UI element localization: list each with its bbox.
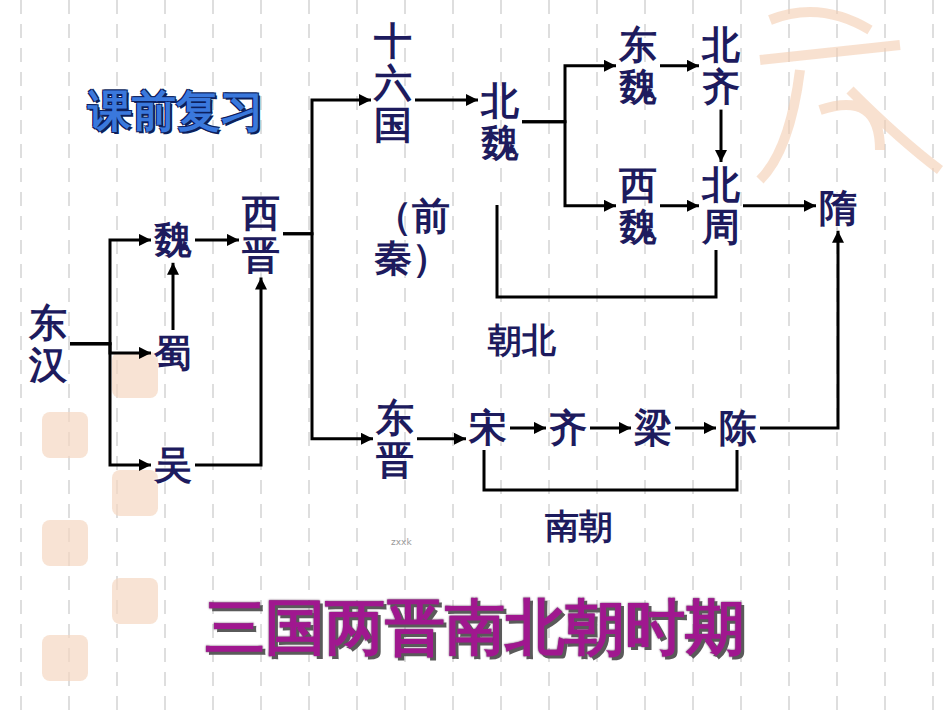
succession-arrow [660, 204, 699, 207]
succession-arrow [195, 278, 261, 465]
succession-arrow [417, 437, 466, 440]
dynasty-node: 东汉 [26, 300, 70, 388]
dynasty-name: 西晋 [242, 192, 280, 276]
dynasty-name: 东晋 [376, 397, 414, 481]
succession-arrow [195, 238, 239, 241]
succession-arrow [510, 426, 546, 429]
period-label: 南朝 [545, 504, 613, 550]
corner-watermark [760, 12, 940, 180]
dynasty-node: 齐 [546, 405, 590, 451]
succession-arrow [760, 231, 838, 428]
dynasty-name: 北魏 [481, 80, 519, 164]
dynasty-name: （前秦） [374, 195, 412, 279]
dynasty-node: 魏 [151, 217, 195, 263]
dynasty-node: 隋 [816, 185, 860, 231]
dynasty-name: 西魏 [619, 164, 657, 248]
succession-arrow [590, 426, 631, 429]
dynasty-name: 蜀 [154, 332, 192, 374]
succession-arrow [522, 66, 616, 122]
succession-arrow [70, 240, 151, 344]
page-title: 三国两晋南北朝时期 [0, 588, 950, 669]
north-bracket [497, 205, 716, 297]
dynasty-node: 北周 [699, 162, 743, 250]
dynasty-node: 东魏 [616, 22, 660, 110]
dynasty-name: 东汉 [29, 302, 67, 386]
dynasty-name: 北齐 [702, 24, 740, 108]
dynasty-node: 东晋 [373, 395, 417, 483]
dynasty-name: 东魏 [619, 24, 657, 108]
period-label: 朝北 [488, 318, 556, 364]
dynasty-node: 十六国 （前秦） [371, 18, 415, 281]
succession-arrow [70, 344, 151, 465]
dynasty-name: 齐 [549, 407, 587, 449]
dynasty-node: 北齐 [699, 22, 743, 110]
seal-watermarks [42, 352, 158, 681]
succession-arrow [415, 99, 478, 102]
dynasty-node: 宋 [466, 405, 510, 451]
dynasty-node: 梁 [631, 405, 675, 451]
dynasty-node: 北魏 [478, 78, 522, 166]
succession-arrow [675, 426, 716, 429]
dynasty-name: 十六国 [374, 20, 412, 145]
succession-arrow [283, 234, 373, 439]
dynasty-name: 陈 [719, 407, 757, 449]
succession-arrow [660, 64, 699, 67]
dynasty-name: 宋 [469, 407, 507, 449]
succession-arrow [172, 263, 175, 330]
dynasty-name: 梁 [634, 407, 672, 449]
dynasty-name: 魏 [154, 219, 192, 261]
dynasty-name: 吴 [154, 444, 192, 486]
dynasty-node: 吴 [151, 442, 195, 488]
dynasty-node: 西魏 [616, 162, 660, 250]
succession-arrow [522, 122, 616, 206]
succession-arrow [743, 204, 816, 207]
dynasty-name: 北周 [702, 164, 740, 248]
dynasty-name: 隋 [819, 187, 857, 229]
dynasty-node: 陈 [716, 405, 760, 451]
south-bracket [484, 450, 737, 490]
succession-arrow [720, 110, 723, 162]
period-brackets [484, 205, 737, 490]
dynasty-node: 蜀 [151, 330, 195, 376]
review-heading: 课前复习 [88, 82, 264, 141]
watermark: zxxk [391, 537, 412, 547]
dynasty-node: 西晋 [239, 190, 283, 278]
succession-arrow [283, 100, 371, 234]
